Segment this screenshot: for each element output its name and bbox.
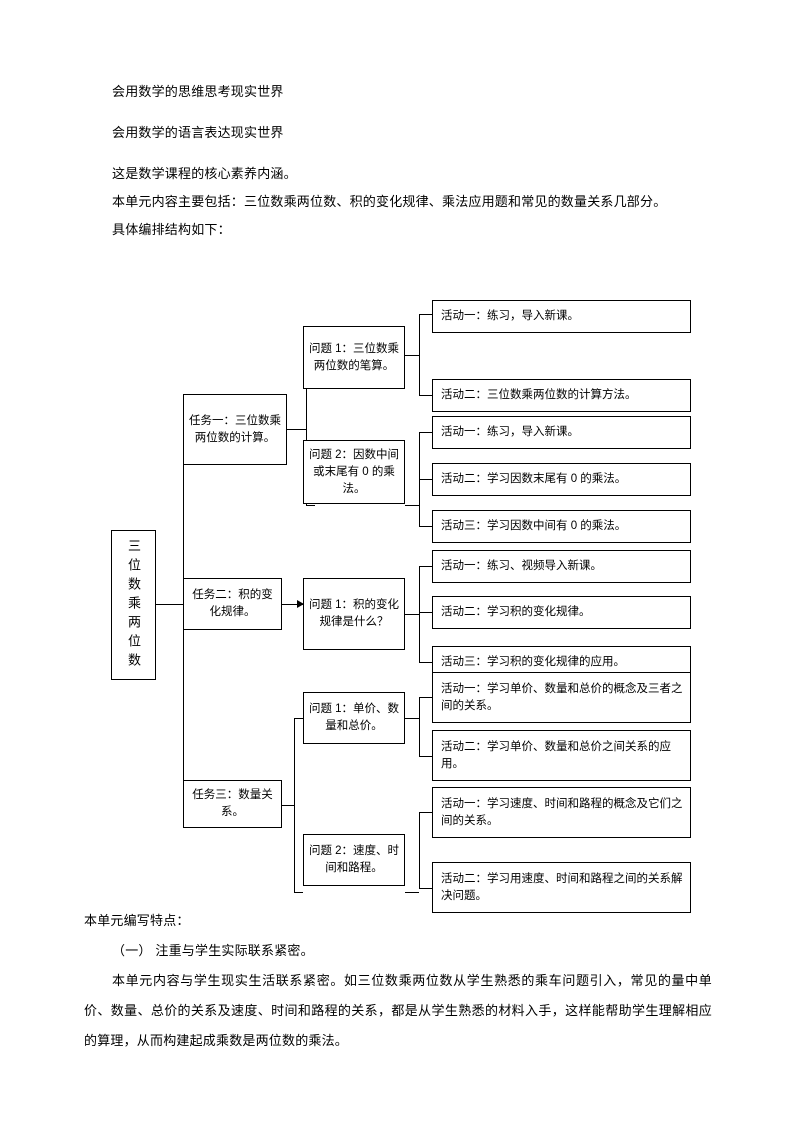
connector-q3-to-a7 — [419, 612, 432, 613]
connector-task1-to-q2 — [306, 505, 315, 506]
activity-node-7-label: 活动二：学习积的变化规律。 — [441, 606, 591, 618]
question-node-4[interactable]: 问题 1：单价、数量和总价。 — [303, 692, 405, 744]
connector-q1-to-a2 — [419, 395, 432, 396]
connector-root-to-task3 — [183, 805, 203, 806]
intro-text-block: 会用数学的思维思考现实世界 会用数学的语言表达现实世界 这是数学课程的核心素养内… — [112, 78, 712, 244]
connector-task2-arrowhead — [297, 600, 304, 608]
connector-q2-stub — [405, 505, 419, 506]
connector-root-to-task2 — [183, 604, 203, 605]
connector-root-spine — [183, 429, 184, 805]
activity-node-1[interactable]: 活动一：练习，导入新课。 — [432, 300, 691, 333]
closing-paragraph-3: 本单元内容与学生现实生活联系紧密。如三位数乘两位数从学生熟悉的乘车问题引入，常见… — [84, 973, 712, 1048]
intro-paragraph-5: 具体编排结构如下： — [112, 222, 231, 237]
connector-root-stub — [155, 604, 183, 605]
connector-task2-to-q3-line — [282, 604, 304, 605]
task-node-2[interactable]: 任务二：积的变化规律。 — [183, 578, 282, 630]
connector-q1-to-a1 — [419, 314, 432, 315]
diagram-root-label: 三位数乘两位数 — [126, 538, 141, 672]
question-node-2-label: 问题 2：因数中间或末尾有 0 的乘法。 — [308, 448, 400, 495]
closing-paragraph-1: 本单元编写特点： — [84, 913, 190, 928]
connector-task3-to-q5 — [294, 892, 303, 893]
connector-task3-stub — [282, 805, 294, 806]
question-node-4-label: 问题 1：单价、数量和总价。 — [308, 703, 400, 732]
activity-node-8-label: 活动三：学习积的变化规律的应用。 — [441, 656, 625, 668]
activity-node-8[interactable]: 活动三：学习积的变化规律的应用。 — [432, 646, 691, 679]
closing-paragraph-2: （一） 注重与学生实际联系紧密。 — [112, 943, 314, 958]
connector-task1-to-q1 — [306, 355, 315, 356]
task-node-1[interactable]: 任务一：三位数乘两位数的计算。 — [183, 394, 287, 465]
intro-paragraph-3: 这是数学课程的核心素养内涵。 — [112, 166, 297, 181]
activity-node-6[interactable]: 活动一：练习、视频导入新课。 — [432, 550, 691, 583]
question-node-5-label: 问题 2：速度、时间和路程。 — [308, 845, 400, 874]
activity-node-3[interactable]: 活动一：练习，导入新课。 — [432, 416, 691, 449]
task-node-3[interactable]: 任务三：数量关系。 — [183, 780, 282, 828]
activity-node-5[interactable]: 活动三：学习因数中间有 0 的乘法。 — [432, 510, 691, 543]
connector-q3-spine — [419, 566, 420, 662]
question-node-5[interactable]: 问题 2：速度、时间和路程。 — [303, 834, 405, 886]
activity-node-10[interactable]: 活动二：学习单价、数量和总价之间关系的应用。 — [432, 730, 691, 781]
activity-node-9[interactable]: 活动一：学习单价、数量和总价的概念及三者之间的关系。 — [432, 672, 691, 723]
question-node-1[interactable]: 问题 1：三位数乘两位数的笔算。 — [303, 326, 405, 389]
connector-root-to-task1 — [183, 429, 203, 430]
activity-node-11-label: 活动一：学习速度、时间和路程的概念及它们之间的关系。 — [441, 797, 683, 827]
intro-paragraph-4: 本单元内容主要包括：三位数乘两位数、积的变化规律、乘法应用题和常见的数量关系几部… — [112, 194, 667, 209]
connector-q1-stub — [405, 355, 419, 356]
intro-paragraph-2: 会用数学的语言表达现实世界 — [112, 125, 284, 140]
connector-q2-spine — [419, 432, 420, 526]
connector-task1-stub — [287, 429, 306, 430]
activity-node-1-label: 活动一：练习，导入新课。 — [441, 310, 579, 322]
connector-q4-to-a10 — [419, 756, 432, 757]
connector-q2-to-a4 — [419, 479, 432, 480]
connector-q3-to-a8 — [419, 662, 432, 663]
activity-node-9-label: 活动一：学习单价、数量和总价的概念及三者之间的关系。 — [441, 682, 683, 712]
question-node-2[interactable]: 问题 2：因数中间或末尾有 0 的乘法。 — [303, 440, 405, 504]
connector-q4-to-a9 — [419, 697, 432, 698]
question-node-1-label: 问题 1：三位数乘两位数的笔算。 — [308, 342, 400, 372]
activity-node-6-label: 活动一：练习、视频导入新课。 — [441, 560, 602, 572]
question-node-3-label: 问题 1：积的变化规律是什么？ — [308, 599, 400, 628]
activity-node-5-label: 活动三：学习因数中间有 0 的乘法。 — [441, 520, 627, 532]
task-node-2-label: 任务二：积的变化规律。 — [192, 589, 273, 618]
connector-q1-spine — [419, 314, 420, 395]
connector-q5-to-a11 — [419, 812, 432, 813]
task-node-3-label: 任务三：数量关系。 — [192, 789, 273, 818]
activity-node-10-label: 活动二：学习单价、数量和总价之间关系的应用。 — [441, 740, 671, 770]
question-node-3[interactable]: 问题 1：积的变化规律是什么？ — [303, 578, 405, 650]
activity-node-12-label: 活动二：学习用速度、时间和路程之间的关系解决问题。 — [441, 872, 683, 902]
connector-q4-spine — [419, 697, 420, 756]
activity-node-11[interactable]: 活动一：学习速度、时间和路程的概念及它们之间的关系。 — [432, 787, 691, 838]
connector-q5-stub — [405, 892, 419, 893]
closing-text-block: 本单元编写特点： （一） 注重与学生实际联系紧密。 本单元内容与学生现实生活联系… — [84, 906, 712, 1056]
connector-task1-spine — [306, 355, 307, 505]
activity-node-7[interactable]: 活动二：学习积的变化规律。 — [432, 596, 691, 629]
connector-q3-stub — [405, 614, 419, 615]
activity-node-3-label: 活动一：练习，导入新课。 — [441, 426, 579, 438]
connector-q5-spine — [419, 812, 420, 888]
connector-q5-to-a12 — [419, 888, 432, 889]
connector-q2-to-a3 — [419, 432, 432, 433]
activity-node-4[interactable]: 活动二：学习因数末尾有 0 的乘法。 — [432, 463, 691, 496]
activity-node-2[interactable]: 活动二：三位数乘两位数的计算方法。 — [432, 379, 691, 412]
activity-node-2-label: 活动二：三位数乘两位数的计算方法。 — [441, 389, 637, 401]
connector-q4-stub — [405, 718, 419, 719]
connector-task3-spine — [294, 718, 295, 892]
connector-q2-to-a5 — [419, 526, 432, 527]
connector-task3-to-q4 — [294, 718, 303, 719]
intro-paragraph-1: 会用数学的思维思考现实世界 — [112, 84, 284, 99]
activity-node-4-label: 活动二：学习因数末尾有 0 的乘法。 — [441, 473, 627, 485]
diagram-root-node[interactable]: 三位数乘两位数 — [111, 530, 156, 680]
connector-q3-to-a6 — [419, 566, 432, 567]
task-node-1-label: 任务一：三位数乘两位数的计算。 — [189, 414, 281, 444]
